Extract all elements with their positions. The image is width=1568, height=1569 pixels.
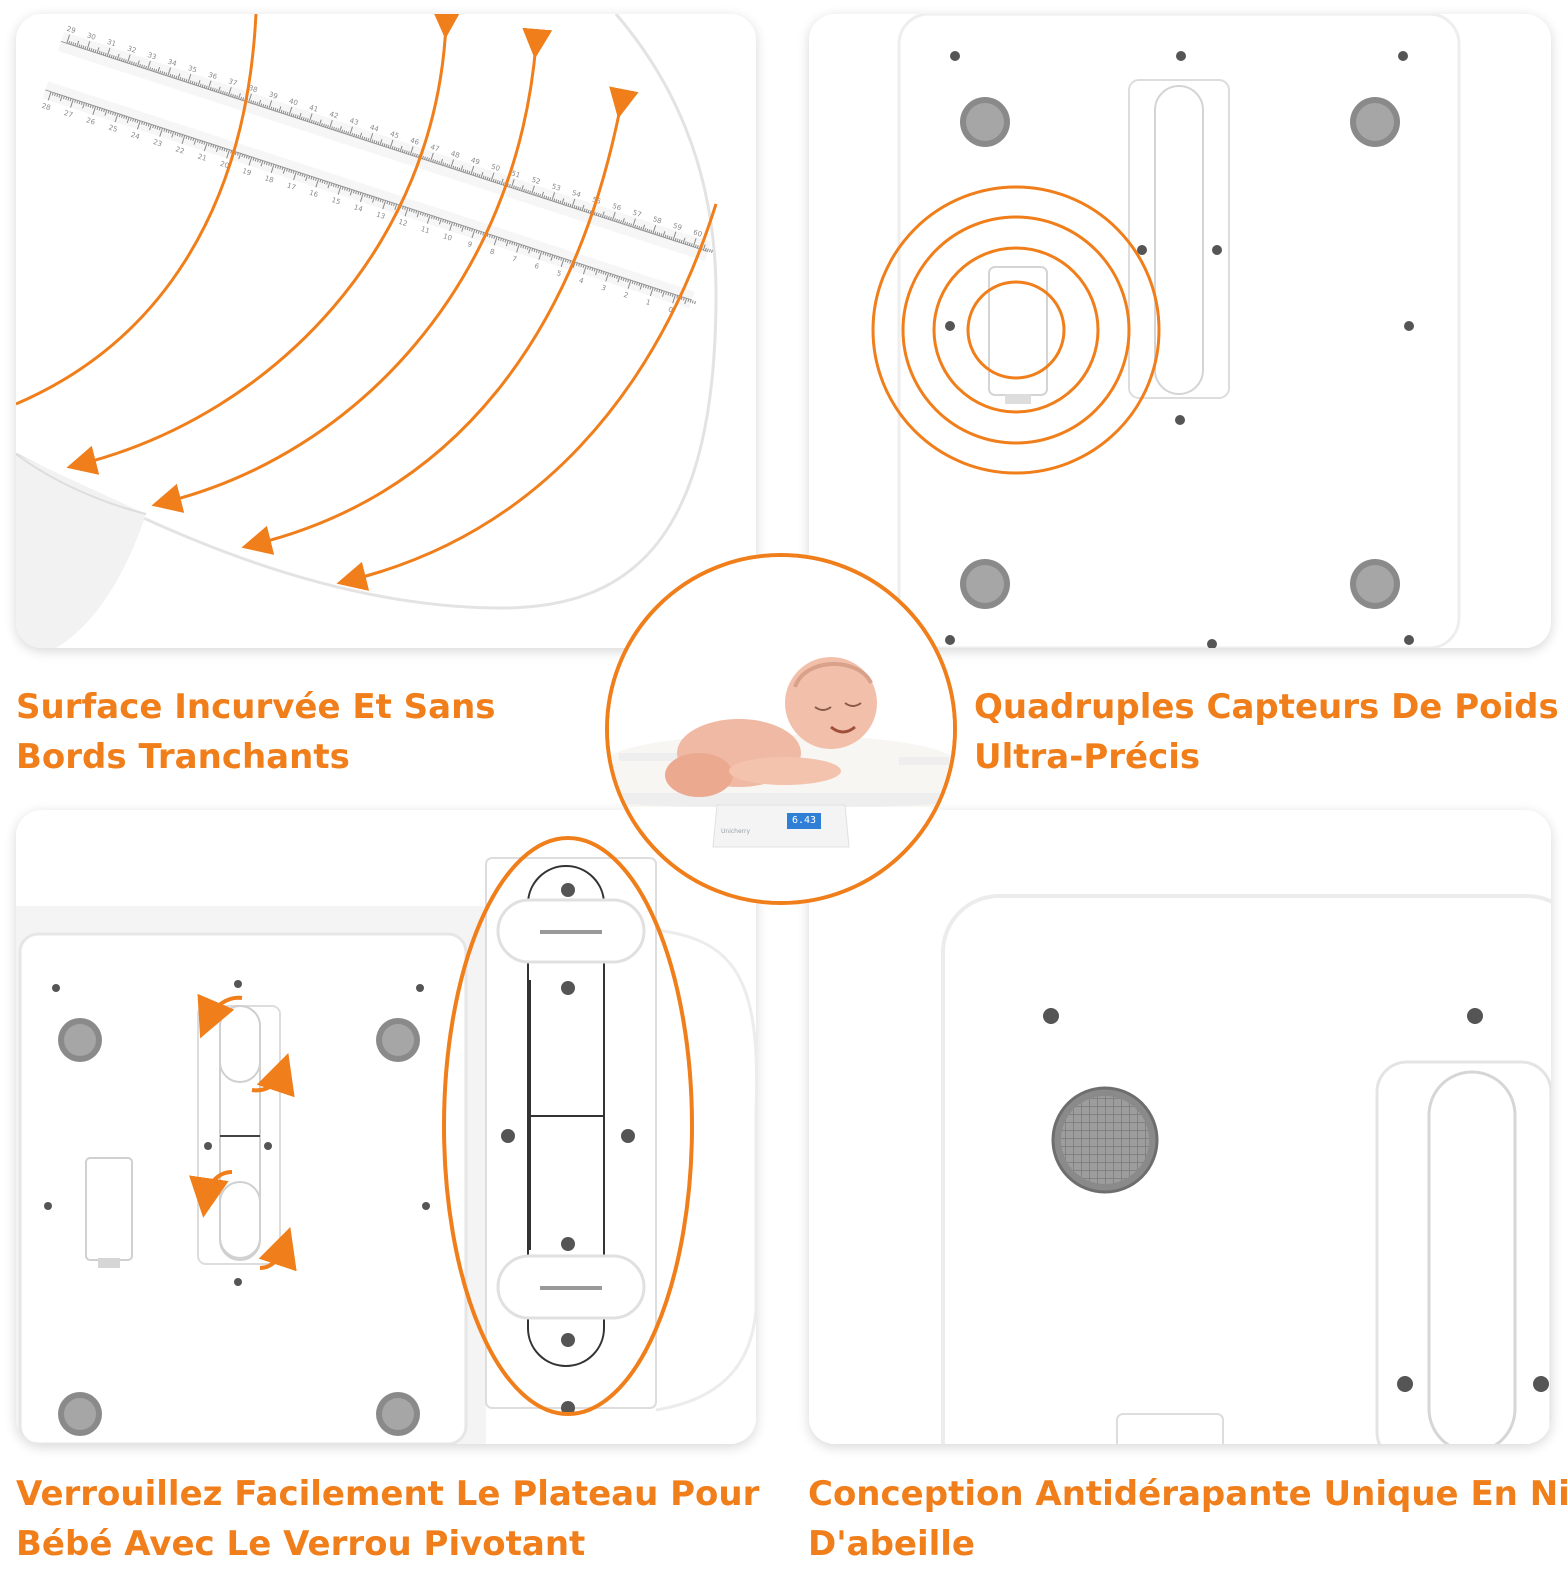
ruler-lower-tick: [54, 93, 56, 97]
ruler-lower-tick: [660, 290, 663, 294]
ruler-upper-tick: [674, 237, 677, 242]
ruler-upper-tick: [654, 231, 657, 235]
ruler-upper-tick: [688, 242, 691, 246]
scale-underside-illustration: [809, 14, 1551, 648]
ruler-upper-tick: [650, 230, 653, 234]
ruler-lower-label: 28: [41, 102, 52, 112]
ruler-lower-tick: [642, 284, 645, 288]
ruler-lower-tick: [665, 291, 667, 295]
ruler-upper-tick: [676, 238, 679, 242]
ruler-lower-tick: [680, 296, 683, 300]
ruler-upper-tick: [640, 226, 643, 230]
lcd-display: [787, 813, 821, 829]
caption-weight-sensors: Quadruples Capteurs De Poids Ultra-Préci…: [974, 687, 1559, 777]
ruler-lower-label: 0: [667, 305, 674, 314]
ruler-upper-tick: [672, 231, 677, 241]
ruler-upper-tick: [656, 232, 659, 236]
ruler-lower-tick: [658, 289, 661, 293]
ruler-upper-tick: [652, 225, 657, 234]
ruler-lower-tick: [667, 292, 670, 296]
ruler-lower-tick: [671, 293, 674, 297]
ruler-upper-tick: [682, 237, 686, 244]
ruler-upper-tick: [706, 248, 709, 252]
concentric-circles-icon: [871, 185, 1161, 475]
display-reading: 6.43: [791, 815, 817, 826]
ruler-lower-tick: [676, 295, 679, 299]
baby-on-scale-icon: [609, 557, 953, 901]
ruler-upper-tick: [638, 226, 641, 230]
ruler-upper-tick: [692, 238, 697, 248]
ruler-upper-tick: [702, 244, 706, 251]
ruler-upper-tick: [668, 235, 671, 240]
ruler-lower-tick: [47, 91, 52, 101]
ruler-upper-tick: [646, 228, 649, 232]
ruler-upper-tick: [680, 239, 683, 244]
honeycomb-foot-illustration: [809, 810, 1551, 1444]
ruler-lower-tick: [647, 285, 650, 289]
ruler-lower-label: 1: [645, 298, 652, 307]
ruler-upper-tick: [686, 241, 689, 246]
center-photo-baby-on-scale: 6.43 Unicherry: [605, 553, 957, 905]
ruler-upper-tick: [710, 249, 713, 253]
ruler-upper-tick: [708, 249, 711, 253]
ruler-upper-tick: [704, 247, 707, 251]
ruler-lower-tick: [56, 93, 59, 97]
honeycomb-pad-icon: [1051, 1086, 1159, 1194]
ruler-upper-tick: [696, 245, 699, 249]
ruler-lower-tick: [638, 282, 641, 287]
ruler-upper-tick: [666, 235, 669, 239]
ruler-lower-tick: [682, 297, 685, 301]
ruler-upper-tick: [678, 239, 681, 243]
brand-label: Unicherry: [721, 828, 751, 835]
ruler-lower-tick: [653, 288, 656, 292]
ruler-lower-tick: [691, 300, 694, 304]
tray-base: [16, 454, 146, 648]
ruler-upper-tick: [664, 234, 667, 238]
ruler-upper-tick: [694, 244, 697, 248]
ruler-lower-tick: [59, 95, 63, 102]
ruler-lower-tick: [694, 301, 696, 305]
ruler-lower-tick: [639, 283, 643, 290]
ruler-lower-tick: [689, 299, 692, 303]
ruler-lower-tick: [58, 94, 61, 98]
feature-panel-honeycomb-feet: [809, 810, 1551, 1444]
ruler-upper-tick: [662, 231, 666, 238]
caption-honeycomb-feet: Conception Antidérapante Unique En Nid D…: [808, 1474, 1568, 1564]
lock-highlight-ellipse: [442, 836, 694, 1416]
ruler-lower-tick: [649, 287, 654, 297]
rotate-arrows-icon: [189, 993, 297, 1272]
ruler-upper-label: 60: [692, 228, 703, 238]
ruler-upper-tick: [660, 233, 663, 237]
swivel-lock-illustration: [16, 810, 756, 1444]
ruler-lower-tick: [669, 293, 672, 297]
ruler-lower-tick: [687, 298, 690, 303]
ruler-lower-tick: [51, 92, 54, 96]
ruler-lower-tick: [645, 285, 647, 289]
caption-curved-surface: Surface Incurvée Et Sans Bords Tranchant…: [16, 687, 496, 777]
curved-arrows-icon: [16, 14, 718, 591]
ruler-upper-label: 59: [672, 222, 683, 232]
foot-pads: [960, 97, 1400, 609]
ruler-lower-tick: [649, 286, 652, 290]
ruler-lower-tick: [672, 294, 676, 304]
ruler-lower-tick: [661, 290, 665, 297]
ruler-upper-tick: [690, 243, 693, 247]
feature-panel-weight-sensors: [809, 14, 1551, 648]
ruler-upper-tick: [648, 229, 651, 233]
ruler-upper-label: 58: [652, 215, 663, 225]
ruler-lower-tick: [656, 288, 659, 292]
ruler-upper-tick: [658, 232, 661, 236]
curved-tray-illustration: 2930313233343536373839404142434445464748…: [16, 14, 756, 648]
caption-swivel-lock: Verrouillez Facilement Le Plateau Pour B…: [16, 1474, 760, 1564]
ruler-upper-tick: [642, 224, 646, 231]
ruler-upper-tick: [684, 241, 687, 245]
feature-panel-swivel-lock: [16, 810, 756, 1444]
ruler-lower-tick: [62, 95, 65, 100]
ruler-upper-tick: [670, 236, 673, 240]
ruler-upper-tick: [644, 228, 647, 232]
ruler-lower-tick: [684, 298, 688, 305]
